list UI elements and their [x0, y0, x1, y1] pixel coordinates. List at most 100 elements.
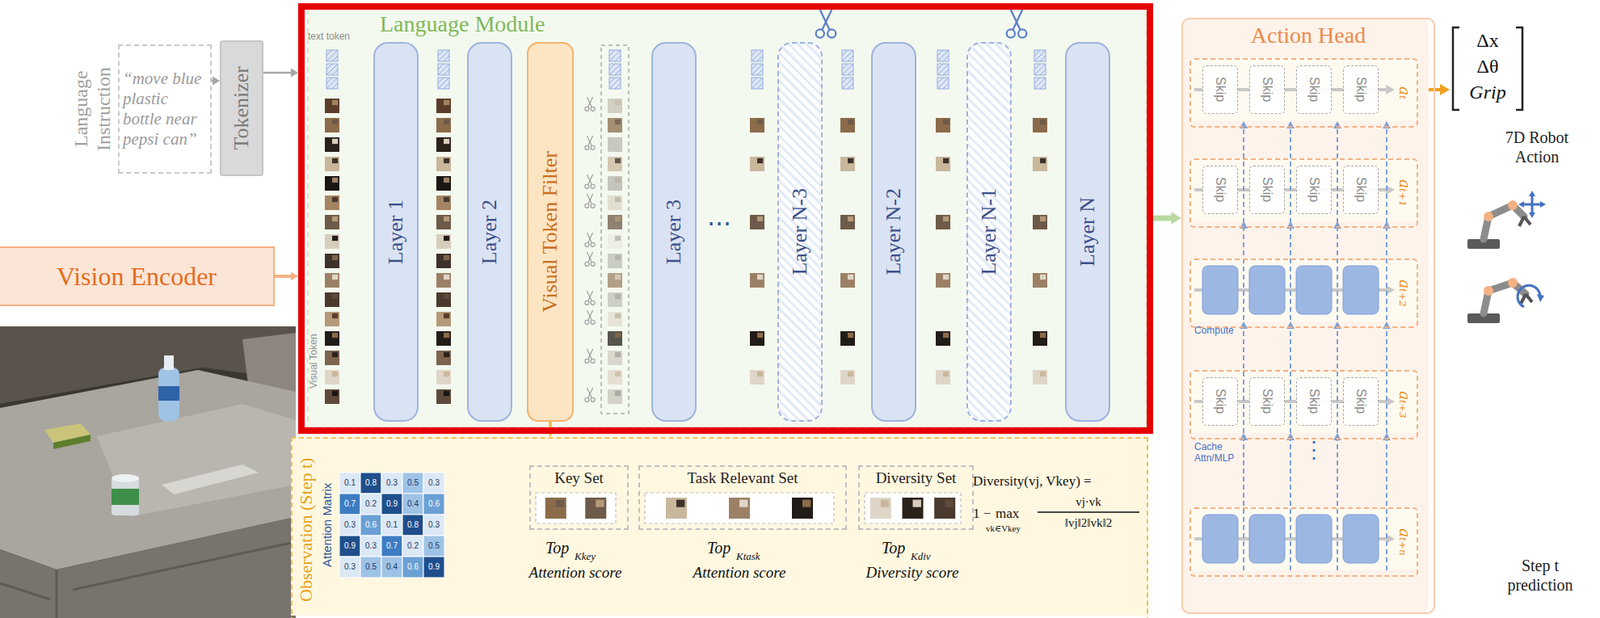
skip-box: Skip — [1202, 65, 1238, 114]
set-inner-frame — [535, 492, 616, 524]
scissors-blade — [586, 96, 592, 108]
image-patch — [607, 156, 623, 172]
image-patch-detail — [757, 216, 763, 222]
image-patch-detail — [614, 313, 621, 319]
token-hatch — [1034, 50, 1046, 62]
image-patch-detail — [943, 158, 949, 164]
image-patch-detail — [1040, 371, 1046, 377]
image-patch — [749, 370, 765, 385]
scissors-blade — [588, 349, 594, 360]
set-inner-frame — [644, 492, 834, 524]
image-patch-detail — [1040, 216, 1046, 222]
image-patch-detail — [757, 274, 763, 280]
image-patch — [607, 98, 623, 114]
text-token — [609, 50, 621, 62]
arrow-head — [1440, 84, 1450, 96]
scissors-ring — [590, 106, 595, 111]
matrix-cell: 0.6 — [402, 556, 424, 578]
formula-subscript: Ktask — [736, 550, 761, 564]
image-patch-detail — [847, 158, 854, 164]
image-patch-detail — [443, 371, 450, 377]
scissors-blade — [821, 9, 832, 31]
matrix-cell-fill — [339, 535, 361, 557]
image-patch-detail — [847, 119, 854, 125]
image-patch — [607, 331, 623, 346]
scissors-ring — [1018, 29, 1027, 38]
scissors-ring — [590, 145, 595, 150]
scissors-blade — [588, 310, 594, 321]
node-text: Skip — [1259, 176, 1275, 203]
node-text: Layer 1 — [383, 199, 409, 265]
matrix-cell-fill — [339, 556, 361, 578]
image-patch-detail — [332, 313, 338, 319]
image-patch — [935, 370, 951, 385]
image-patch-detail — [757, 158, 763, 164]
formula-text: Top — [881, 538, 906, 558]
image-patch — [749, 273, 765, 288]
image-patch-detail — [614, 255, 621, 261]
text-token — [609, 63, 621, 76]
image-patch-detail — [332, 119, 338, 125]
matrix-cell: 0.8 — [360, 472, 382, 494]
image-patch-detail — [614, 274, 621, 280]
photo-reflection — [161, 464, 259, 495]
scissors-blade — [820, 9, 830, 31]
scissors-blade — [588, 135, 594, 147]
text-token — [937, 63, 949, 76]
token-set-box: Task Relevant Set — [638, 465, 847, 531]
scissors-ring — [585, 203, 590, 208]
image-patch — [436, 156, 451, 172]
image-patch — [324, 331, 340, 346]
photo-table-front — [0, 517, 296, 618]
layer-box: Layer N-2 — [871, 42, 917, 422]
image-patch-detail — [880, 500, 889, 508]
text-token — [326, 63, 338, 76]
instruction-box: Language Instruction“move blue plastic b… — [117, 44, 212, 174]
image-patch-detail — [757, 371, 763, 377]
image-patch — [585, 497, 607, 519]
image-patch — [840, 156, 855, 172]
image-patch — [436, 331, 451, 346]
token-hatch — [751, 63, 763, 76]
image-patch — [436, 389, 451, 405]
image-patch-detail — [614, 332, 621, 338]
photo-bottle-cap — [164, 355, 174, 371]
text-token — [437, 50, 450, 62]
compute-block — [1296, 265, 1332, 315]
image-patch-detail — [614, 216, 621, 222]
image-patch — [728, 497, 750, 519]
scissors-ring — [585, 184, 590, 189]
formula-subscript: Kkey — [574, 550, 596, 564]
output-caption: Step t prediction — [1491, 555, 1589, 595]
head-panel: Action HeadaₜSkipSkipSkipSkipaₜ₊₁SkipSki… — [1181, 17, 1436, 615]
scissors-ring — [585, 397, 590, 402]
image-patch-detail — [443, 313, 450, 319]
image-patch — [324, 350, 340, 366]
layer-box: Layer N-3 — [777, 42, 823, 422]
move-cross — [1521, 193, 1543, 215]
scissors-ring — [590, 397, 595, 402]
image-patch-detail — [332, 255, 338, 261]
ellipsis: ⋯ — [701, 208, 737, 238]
node-text: Layer 2 — [477, 199, 502, 265]
image-patch — [436, 273, 451, 288]
photo-sheen — [96, 404, 296, 518]
matrix-cell-fill — [402, 535, 424, 557]
image-patch-detail — [943, 332, 949, 338]
matrix-cell-fill — [423, 556, 445, 578]
image-patch — [749, 156, 765, 172]
skip-box: Skip — [1343, 165, 1379, 215]
image-patch — [1032, 370, 1048, 385]
token-caption: text token — [307, 30, 350, 43]
matrix-cell: 0.3 — [423, 514, 445, 536]
formula-subscript: vk∈Vkey — [985, 523, 1021, 535]
cache-arrow — [1336, 126, 1339, 571]
token-hatch — [937, 50, 949, 62]
node-text: “move blue plastic bottle near pepsi can… — [122, 68, 207, 151]
node-text: aₜ₊ₙ — [1396, 509, 1415, 576]
image-patch-detail — [332, 197, 338, 203]
robot-links — [1483, 205, 1525, 240]
matrix-cell: 0.7 — [339, 493, 361, 515]
token-hatch — [937, 63, 949, 76]
node-text: Skip — [1259, 76, 1275, 102]
